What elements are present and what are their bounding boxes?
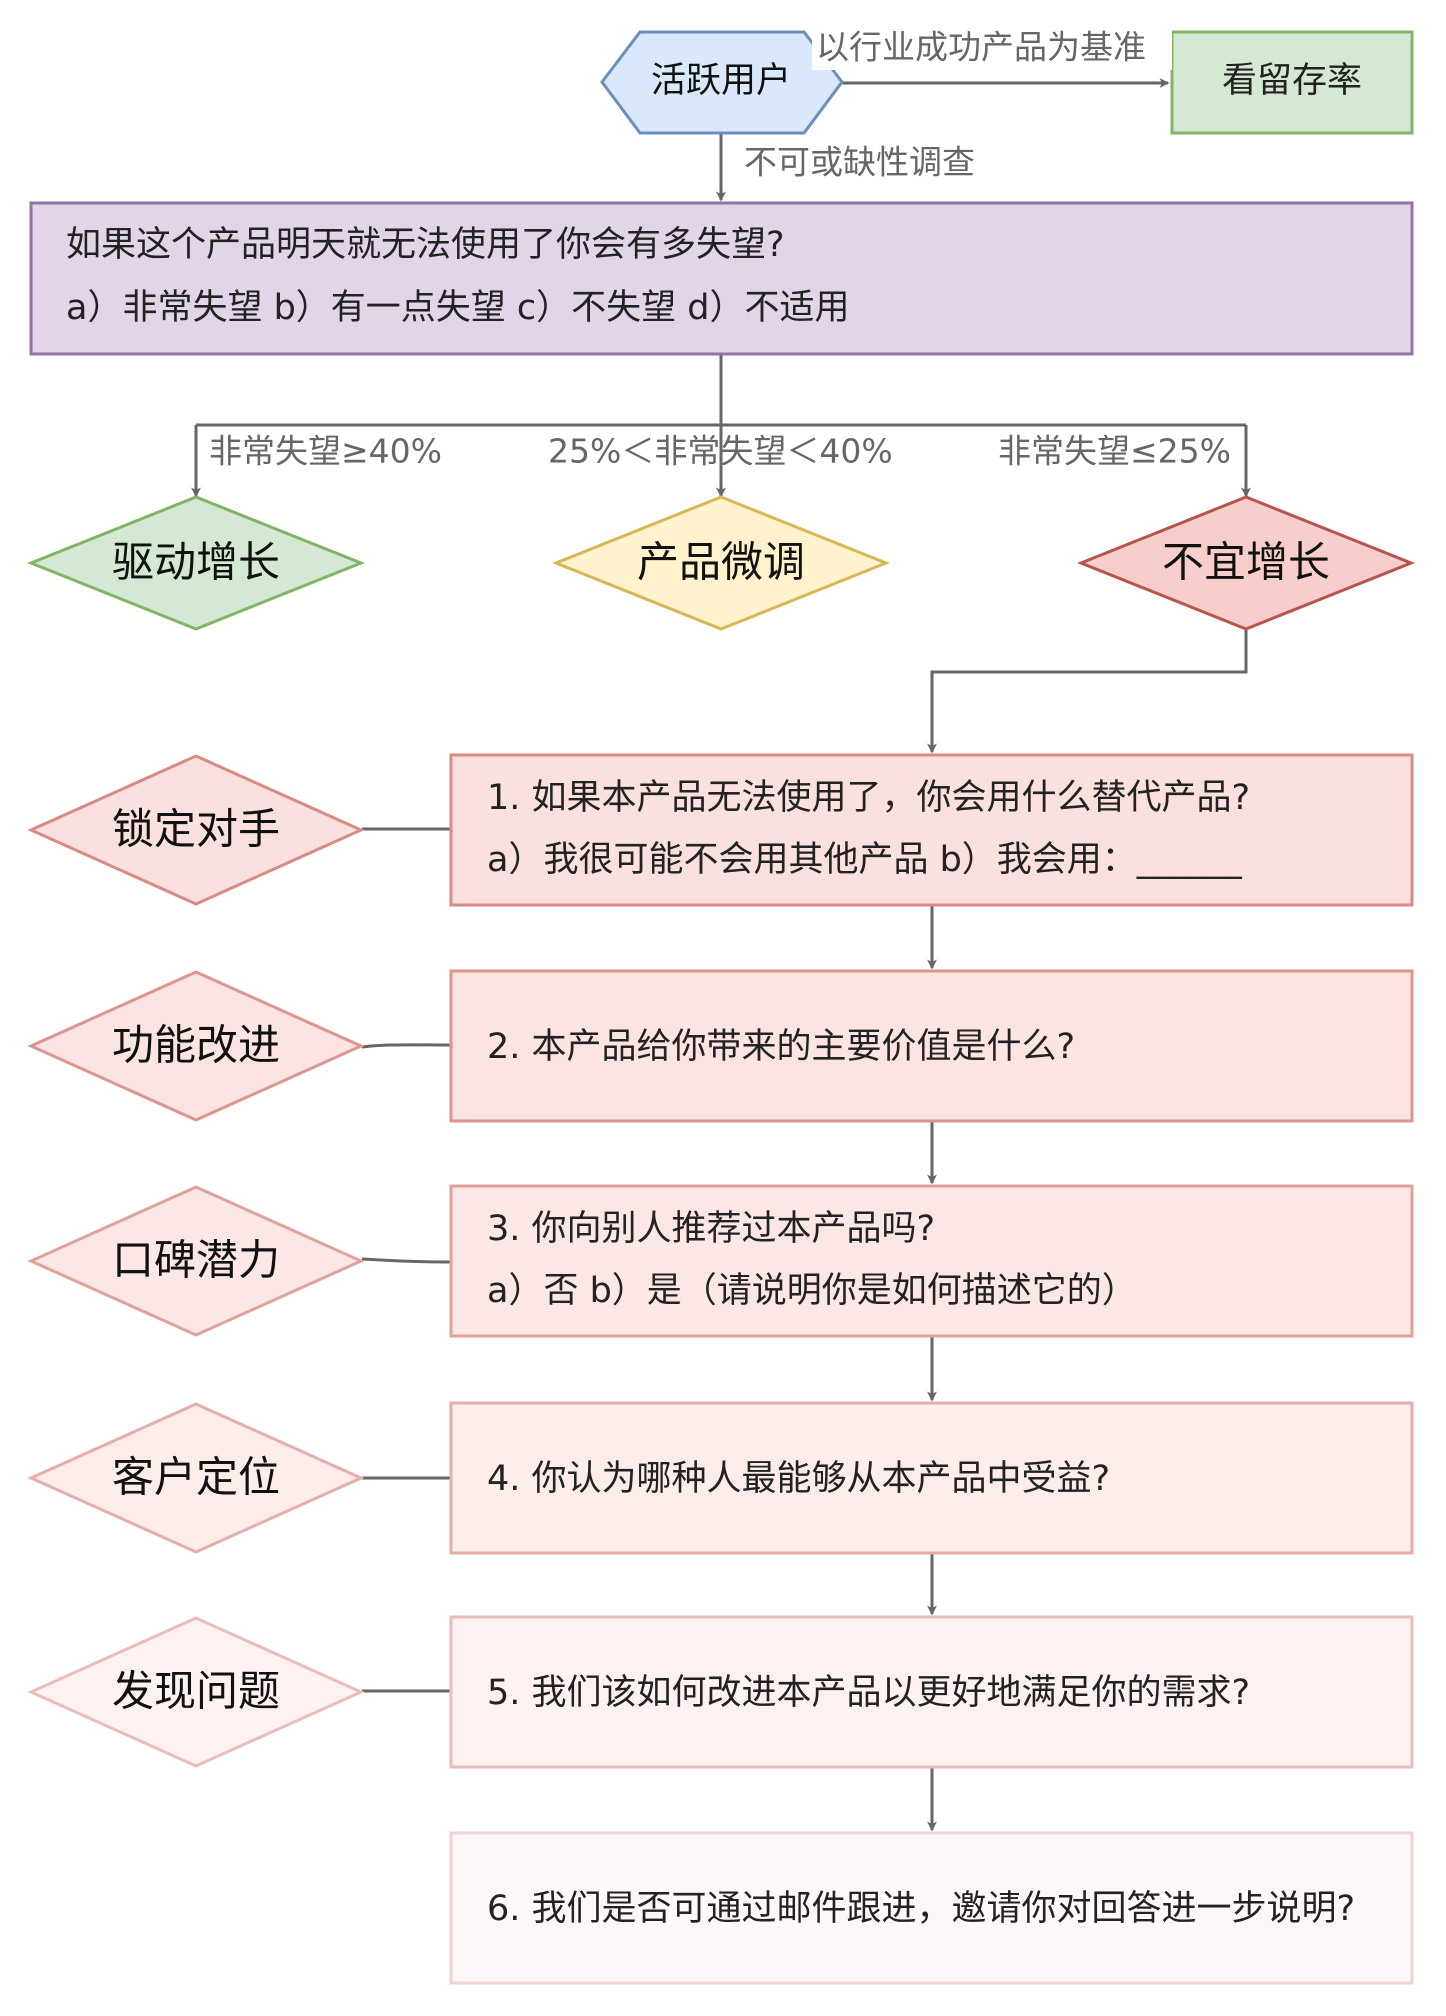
- question-text: 2. 本产品给你带来的主要价值是什么?: [487, 1027, 1075, 1067]
- category-label: 功能改进: [112, 1021, 280, 1070]
- decision-label: 不宜增长: [1162, 538, 1330, 587]
- connectors: [191, 78, 1251, 1832]
- category-label: 口碑潜力: [112, 1236, 280, 1285]
- active-users-node: [600, 30, 844, 135]
- decision-label: 产品微调: [637, 538, 805, 587]
- category-diamond: [27, 754, 365, 906]
- retention-node: [1170, 30, 1414, 135]
- question-steps: 1. 如果本产品无法使用了，你会用什么替代产品? a）我很可能不会用其他产品 b）…: [27, 753, 1414, 1985]
- arrow-nogrow-to-step1: [927, 629, 1248, 754]
- survey-options-text: a）非常失望 b）有一点失望 c）不失望 d）不适用: [66, 288, 850, 328]
- decision-diamond: [26, 495, 366, 631]
- question-box: [449, 969, 1414, 1123]
- category-diamond: [27, 970, 365, 1122]
- survey-question-text: 如果这个产品明天就无法使用了你会有多失望?: [66, 225, 785, 265]
- decision-branches: 驱动增长 非常失望≥40% 产品微调 25%＜非常失望＜40% 不宜增长 非常失望≤25%: [26, 432, 1416, 631]
- category-diamond: [27, 1185, 365, 1337]
- branch-condition-label: 25%＜非常失望＜40%: [548, 432, 893, 471]
- category-label: 客户定位: [112, 1453, 280, 1502]
- active-users-label: 活跃用户: [651, 61, 791, 101]
- answer-options-text: a）否 b）是（请说明你是如何描述它的）: [487, 1271, 1137, 1311]
- question-text: 1. 如果本产品无法使用了，你会用什么替代产品?: [487, 778, 1250, 818]
- branch-condition-label: 非常失望≤25%: [998, 432, 1231, 471]
- category-diamond: [27, 1616, 365, 1768]
- edge-label-bg: [812, 28, 1172, 70]
- question-text: 6. 我们是否可通过邮件跟进，邀请你对回答进一步说明?: [487, 1889, 1355, 1929]
- category-label: 锁定对手: [112, 805, 280, 854]
- survey-question-box: [29, 201, 1414, 356]
- question-box: [449, 1184, 1414, 1338]
- question-box: [449, 1401, 1414, 1555]
- category-diamond: [27, 1402, 365, 1554]
- category-label: 发现问题: [112, 1667, 280, 1716]
- question-box: [449, 753, 1414, 907]
- edge-label-fallback: 不可或缺性调查: [744, 143, 975, 182]
- decision-label: 驱动增长: [112, 538, 280, 587]
- link-tag3-step3: [361, 1257, 452, 1264]
- question-box: [449, 1615, 1414, 1769]
- branch-condition-label: 非常失望≥40%: [209, 432, 442, 471]
- question-text: 4. 你认为哪种人最能够从本产品中受益?: [487, 1459, 1110, 1499]
- question-box: [449, 1831, 1414, 1985]
- answer-options-text: a）我很可能不会用其他产品 b）我会用：______: [487, 840, 1242, 880]
- decision-diamond: [551, 495, 891, 631]
- edge-label-benchmark: 以行业成功产品为基准: [816, 28, 1146, 67]
- question-text: 5. 我们该如何改进本产品以更好地满足你的需求?: [487, 1673, 1250, 1713]
- decision-diamond: [1076, 495, 1416, 631]
- retention-label: 看留存率: [1222, 61, 1362, 101]
- question-text: 3. 你向别人推荐过本产品吗?: [487, 1209, 935, 1249]
- link-tag2-step2: [361, 1043, 452, 1049]
